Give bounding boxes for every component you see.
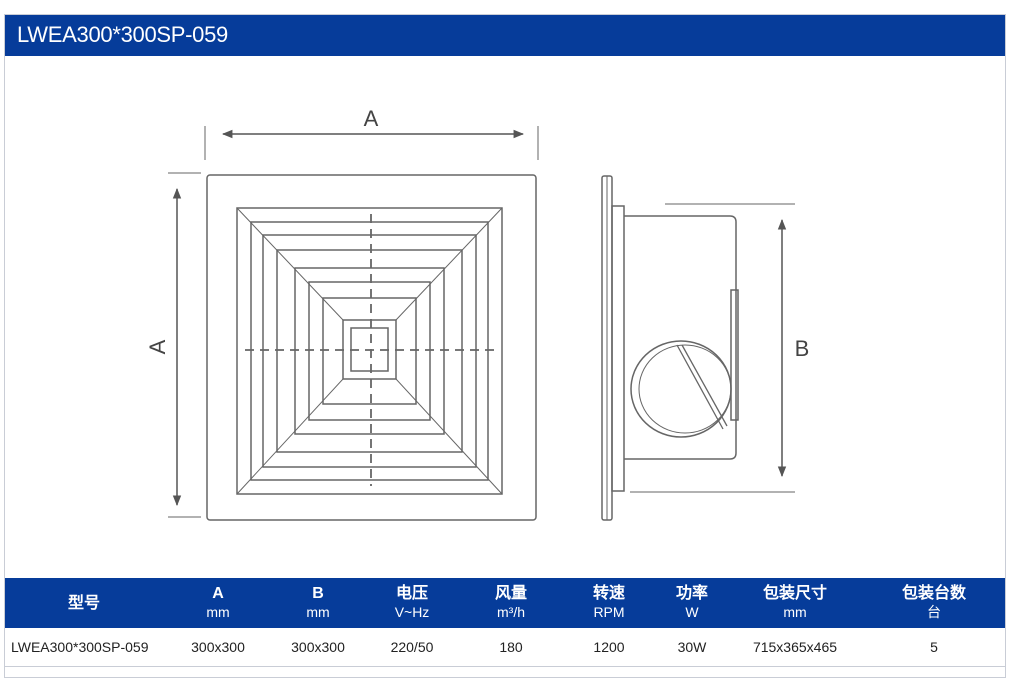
title-bar: LWEA300*300SP-059 — [5, 15, 1005, 56]
cell-power: 30W — [657, 628, 727, 667]
header-package-qty: 包装台数台 — [863, 578, 1005, 628]
cell-voltage: 220/50 — [363, 628, 461, 667]
cell-model: LWEA300*300SP-059 — [5, 628, 163, 667]
table-row: LWEA300*300SP-059 300x300 300x300 220/50… — [5, 628, 1005, 667]
side-view — [601, 175, 795, 521]
cell-a: 300x300 — [163, 628, 273, 667]
content-frame — [4, 14, 1006, 678]
cell-airflow: 180 — [461, 628, 561, 667]
cell-speed: 1200 — [561, 628, 657, 667]
front-width-label: A — [364, 106, 379, 131]
header-model: 型号 — [5, 578, 163, 628]
side-height-label: B — [795, 336, 810, 361]
cell-package-qty: 5 — [863, 628, 1005, 667]
dimension-diagram: A A B — [145, 106, 810, 521]
cell-package-size: 715x365x465 — [727, 628, 863, 667]
cell-b: 300x300 — [273, 628, 363, 667]
front-height-label: A — [145, 339, 170, 354]
front-view — [168, 126, 539, 521]
model-title: LWEA300*300SP-059 — [17, 22, 228, 47]
